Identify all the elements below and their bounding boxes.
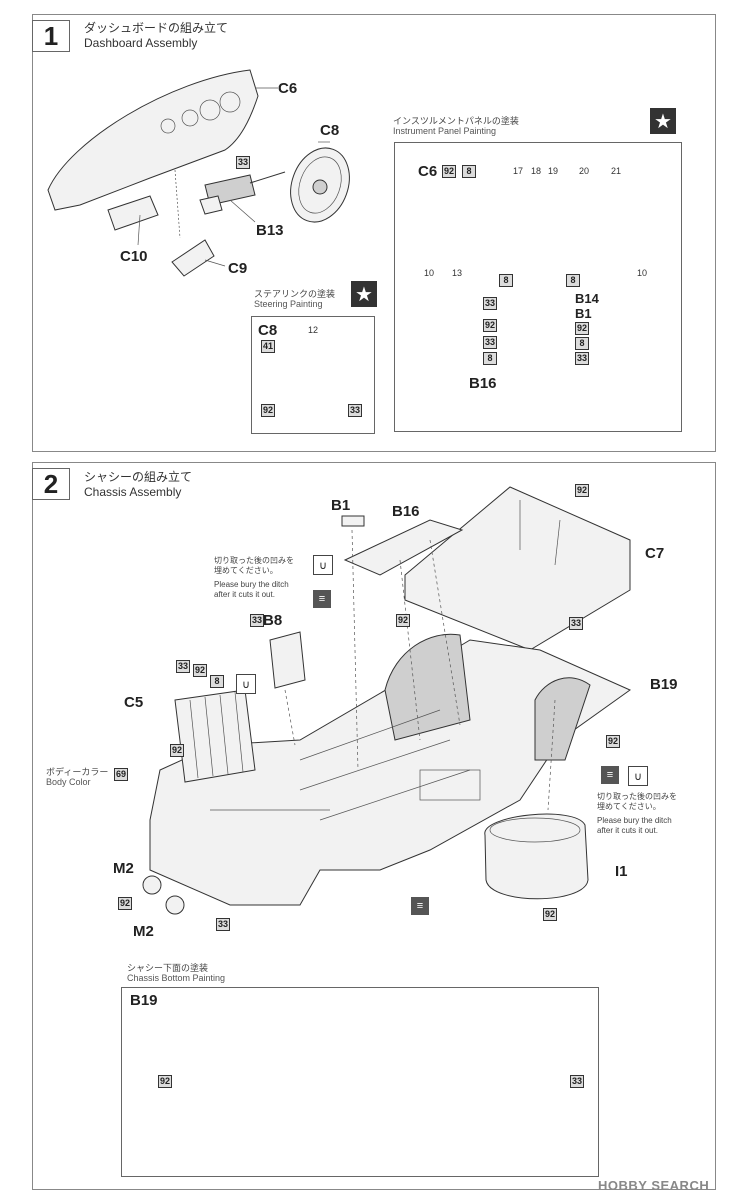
steering-code-41: 41 [261,340,276,353]
chassis-bottom-title-en: Chassis Bottom Painting [127,973,226,983]
ip-num-19: 19 [548,166,559,176]
fill-putty-icon: ∪ [313,555,333,575]
step2-number: 2 [32,468,70,500]
sanding-icon: ≡ [601,766,619,784]
code-b8-33: 33 [250,614,265,627]
code-c5-33: 33 [176,660,191,673]
step1-number: 1 [32,20,70,52]
ip-row5-code-left: 8 [483,352,497,365]
steering-code-92: 92 [261,404,276,417]
steering-label-c8: C8 [258,322,278,339]
ip-num-10-left: 10 [424,268,435,278]
instrument-panel-title-jp: インスツルメントパネルの塗装 [393,116,519,126]
ip-code-mid-8-right: 8 [566,274,580,287]
code-body-69: 69 [114,768,129,781]
ip-code-92: 92 [442,165,457,178]
star-icon: ★ [351,281,377,307]
chassis-bottom-code-92: 92 [158,1075,173,1088]
instrument-panel-title-en: Instrument Panel Painting [393,126,497,136]
instrument-panel-box [394,142,682,432]
ip-num-17: 17 [513,166,524,176]
steering-code-33: 33 [348,404,363,417]
label-m2-top: M2 [113,860,134,877]
sanding-icon: ≡ [313,590,331,608]
watermark: HOBBY SEARCH [598,1178,710,1193]
ip-num-21: 21 [611,166,622,176]
ip-num-10-right: 10 [637,268,648,278]
ip-row2-part: B1 [575,306,592,321]
chassis-bottom-code-33: 33 [570,1075,585,1088]
ip-code-8: 8 [462,165,476,178]
step1-title-jp: ダッシュボードの組み立て [84,21,229,35]
sanding-icon: ≡ [411,897,429,915]
note-left-jp: 切り取った後の凹みを 埋めてください。 [214,556,294,575]
steering-title-jp: ステアリンクの塗装 [254,289,336,299]
code-c5-92a: 92 [193,664,208,677]
ip-num-18: 18 [531,166,542,176]
label-c9: C9 [228,260,248,277]
label-b1: B1 [331,497,351,514]
body-color-en: Body Color [46,777,91,787]
ip-row1-code: 33 [483,297,498,310]
ip-row5-code-right: 33 [575,352,590,365]
note-left-en: Please bury the ditch after it cuts it o… [214,580,289,599]
steering-num-12: 12 [308,325,319,335]
chassis-bottom-title-jp: シャシー下面の塗装 [127,963,209,973]
note-right-jp: 切り取った後の凹みを 埋めてください。 [597,792,677,811]
label-b13: B13 [256,222,284,239]
ip-label-c6: C6 [418,163,438,180]
star-icon: ★ [650,108,676,134]
code-front-33: 33 [216,918,231,931]
ip-row1-part: B14 [575,291,599,306]
label-c8: C8 [320,122,340,139]
code-i1-92: 92 [543,908,558,921]
code-c5-92b: 92 [170,744,185,757]
code-b19-92: 92 [606,735,621,748]
note-right-en: Please bury the ditch after it cuts it o… [597,816,672,835]
ip-label-b16: B16 [469,375,497,392]
step2-title-jp: シャシーの組み立て [84,470,193,484]
ip-num-20: 20 [579,166,590,176]
code-b13-33: 33 [236,156,251,169]
code-floor-33: 33 [569,617,584,630]
fill-putty-icon: ∪ [628,766,648,786]
label-c10: C10 [120,248,148,265]
label-i1: I1 [615,863,628,880]
label-c7: C7 [645,545,665,562]
ip-row3-code-left: 92 [483,319,498,332]
code-c5-8: 8 [210,675,224,688]
label-c5: C5 [124,694,144,711]
ip-row3-code-right: 92 [575,322,590,335]
code-m2-92: 92 [118,897,133,910]
steering-title-en: Steering Painting [254,299,323,309]
ip-row4-code-left: 33 [483,336,498,349]
chassis-bottom-box [121,987,599,1177]
code-c7-92: 92 [575,484,590,497]
ip-row4-code-right: 8 [575,337,589,350]
chassis-bottom-label-b19: B19 [130,992,158,1009]
label-m2-bottom: M2 [133,923,154,940]
ip-num-13: 13 [452,268,463,278]
fill-putty-icon: ∪ [236,674,256,694]
step2-title-en: Chassis Assembly [84,485,182,499]
label-c6: C6 [278,80,298,97]
step1-title-en: Dashboard Assembly [84,36,198,50]
ip-code-mid-8-left: 8 [499,274,513,287]
body-color-jp: ボディーカラー [46,767,109,777]
label-b19: B19 [650,676,678,693]
label-b16: B16 [392,503,420,520]
dashboard-part [47,69,259,211]
code-floor-92: 92 [396,614,411,627]
label-b8: B8 [263,612,283,629]
